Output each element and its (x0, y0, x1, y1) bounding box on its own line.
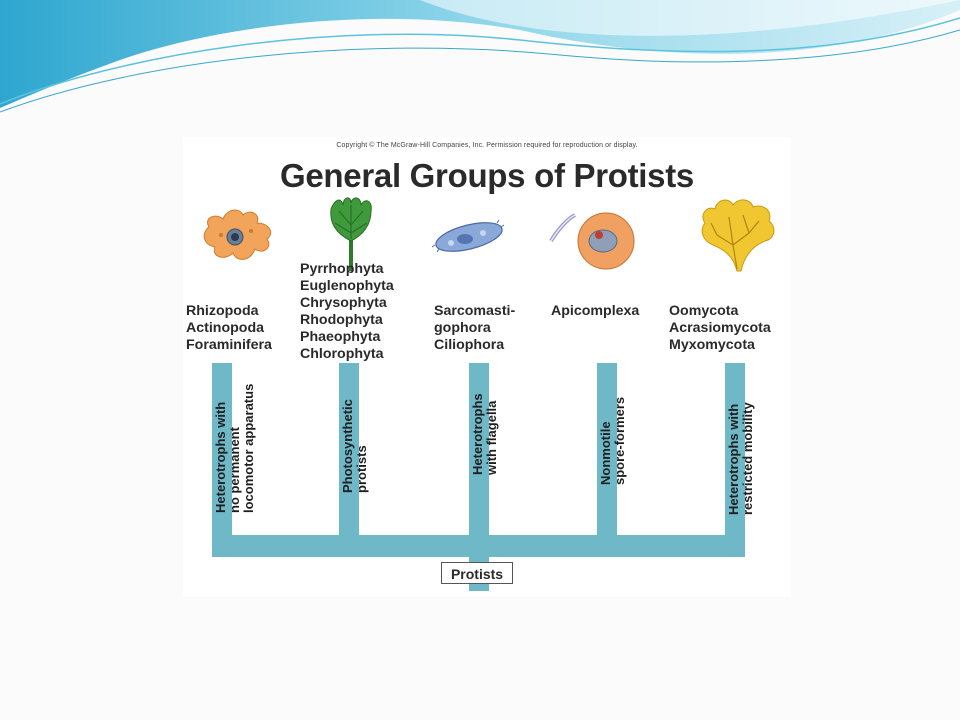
group-name: Acrasiomycota (669, 320, 771, 336)
group-names-rhizopoda-set: Rhizopoda Actinopoda Foraminifera (186, 303, 272, 354)
copyright-notice: Copyright © The McGraw-Hill Companies, I… (336, 142, 638, 149)
tree-branch (339, 363, 359, 557)
group-name: Ciliophora (434, 337, 505, 353)
group-name: Euglenophyta (300, 278, 394, 294)
group-names-apicomplexa-set: Apicomplexa (551, 303, 639, 320)
group-names-flagellate-set: Sarcomasti- gophora Ciliophora (434, 303, 515, 354)
group-name: Myxomycota (669, 337, 755, 353)
slide-header-swoosh (0, 0, 960, 113)
group-name: Oomycota (669, 303, 739, 319)
group-name: Sarcomasti- (434, 303, 516, 319)
group-names-slime-mold-set: Oomycota Acrasiomycota Myxomycota (669, 303, 771, 354)
group-name: gophora (434, 320, 491, 336)
root-label-box: Protists (441, 562, 513, 584)
group-name: Foraminifera (186, 337, 272, 353)
tree-branch (597, 363, 617, 557)
group-name: Phaeophyta (300, 329, 381, 345)
trunk-label-flagellates: Heterotrophs with flagella (470, 393, 499, 475)
group-name: Rhodophyta (300, 312, 383, 328)
trunk-label-restricted-mobility: Heterotrophs with restricted mobility (726, 402, 755, 515)
tree-branch (725, 363, 745, 557)
group-name: Actinopoda (186, 320, 265, 336)
group-name: Chrysophyta (300, 295, 387, 311)
seaweed-icon (330, 197, 372, 271)
group-name: Apicomplexa (551, 303, 640, 319)
figure-title: General Groups of Protists (280, 157, 694, 194)
group-name: Pyrrhophyta (300, 261, 384, 277)
slime-mold-icon (701, 199, 775, 272)
trunk-label-spore-formers: Nonmotile spore-formers (598, 396, 627, 485)
paramecium-icon (431, 219, 505, 253)
tree-branches (212, 363, 745, 591)
trunk-label-heterotrophs-no-locomotion: Heterotrophs with no permanent locomotor… (213, 383, 256, 513)
tree-branch (212, 363, 232, 557)
sporozoan-cell-icon (577, 212, 635, 270)
tree-branch (469, 363, 489, 557)
group-name: Rhizopoda (186, 303, 259, 319)
protist-groups-figure: Copyright © The McGraw-Hill Companies, I… (183, 137, 791, 597)
group-names-photosynthetic-set: Pyrrhophyta Euglenophyta Chrysophyta Rho… (300, 261, 394, 363)
group-name: Chlorophyta (300, 346, 384, 362)
trunk-label-photosynthetic: Photosynthetic protists (340, 399, 369, 493)
gregarine-icon (549, 213, 577, 243)
amoeba-icon (203, 209, 272, 260)
